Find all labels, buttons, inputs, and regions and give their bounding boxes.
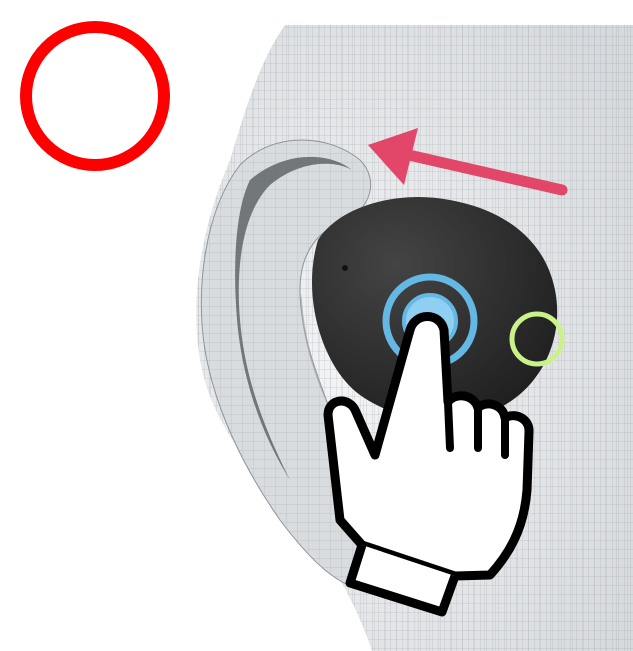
- red-circle-marker: [26, 27, 164, 165]
